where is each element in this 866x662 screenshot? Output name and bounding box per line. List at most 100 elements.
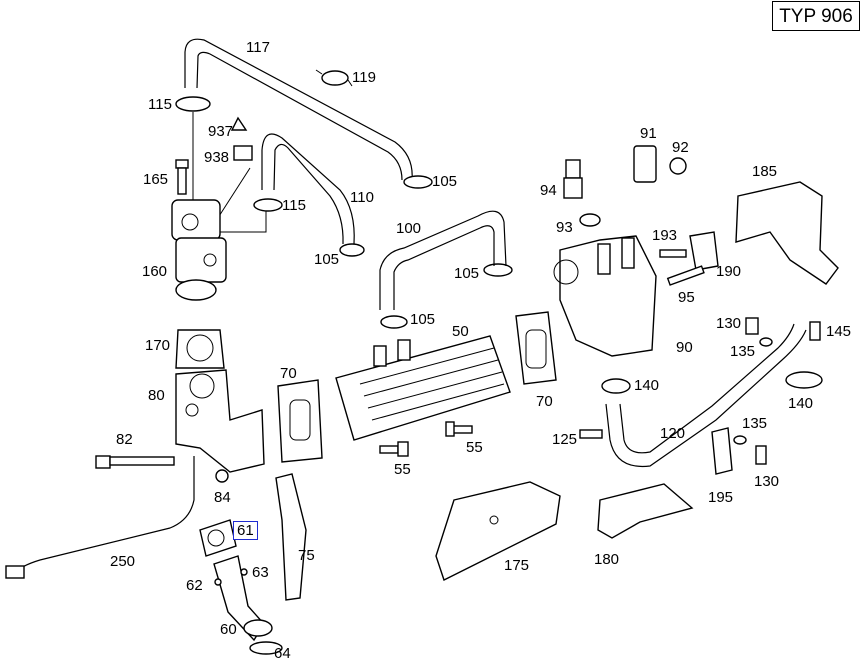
clamp-105-b xyxy=(339,243,365,257)
gasket-61 xyxy=(199,519,237,557)
callout-75: 75 xyxy=(298,547,315,564)
bracket-185 xyxy=(735,181,839,285)
callout-195: 195 xyxy=(708,489,734,506)
callout-64: 64 xyxy=(274,645,291,662)
callout-91: 91 xyxy=(640,125,657,142)
gasket-170 xyxy=(175,329,225,369)
pipe-120 xyxy=(605,323,807,468)
bolt-55-b xyxy=(445,421,473,437)
gasket-70-right xyxy=(515,311,557,385)
sensor-94 xyxy=(563,159,583,199)
callout-50: 50 xyxy=(452,323,469,340)
callout-117: 117 xyxy=(246,39,270,56)
callout-92: 92 xyxy=(672,139,689,156)
callout-60: 60 xyxy=(220,621,237,638)
callout-185: 185 xyxy=(752,163,778,180)
callout-250: 250 xyxy=(110,553,136,570)
callout-180: 180 xyxy=(594,551,620,568)
gasket-140-right xyxy=(785,371,823,389)
callout-190: 190 xyxy=(716,263,742,280)
clamp-105-d xyxy=(380,315,408,329)
gasket-140-left xyxy=(601,378,631,394)
gasket-70-left xyxy=(277,379,323,463)
sensor-91 xyxy=(633,145,657,183)
callout-937: 937 xyxy=(208,123,234,140)
bolt-165 xyxy=(175,159,189,195)
clamp-115-top xyxy=(175,96,211,200)
bracket-190 xyxy=(689,231,719,271)
callout-170: 170 xyxy=(145,337,171,354)
callout-175: 175 xyxy=(504,557,530,574)
bolt-82 xyxy=(95,455,175,469)
seal-93 xyxy=(579,213,601,227)
callout-115: 115 xyxy=(282,197,306,214)
hose-100 xyxy=(379,210,507,310)
egr-valve-160 xyxy=(171,199,227,301)
callout-63: 63 xyxy=(252,564,269,581)
hose-117 xyxy=(184,38,413,181)
pipe-60 xyxy=(213,555,273,642)
bolt-193 xyxy=(659,249,687,258)
callout-130: 130 xyxy=(716,315,742,332)
callout-115: 115 xyxy=(148,96,172,113)
housing-90 xyxy=(553,235,657,357)
clamp-119 xyxy=(315,69,353,87)
bracket-75 xyxy=(275,473,307,601)
clamp-115-mid xyxy=(214,198,283,233)
bolt-55-a xyxy=(379,441,409,457)
callout-193: 193 xyxy=(652,227,678,244)
callout-55: 55 xyxy=(466,439,483,456)
callout-62: 62 xyxy=(186,577,203,594)
bracket-195 xyxy=(711,427,733,475)
callout-130: 130 xyxy=(754,473,780,490)
model-type-badge: TYP 906 xyxy=(772,1,860,31)
callout-61-highlighted[interactable]: 61 xyxy=(233,521,258,540)
callout-84: 84 xyxy=(214,489,231,506)
callout-80: 80 xyxy=(148,387,165,404)
callout-125: 125 xyxy=(552,431,578,448)
callout-82: 82 xyxy=(116,431,133,448)
nut-84 xyxy=(215,469,229,483)
callout-110: 110 xyxy=(350,189,374,206)
heat-shield-175 xyxy=(435,481,561,581)
callout-70: 70 xyxy=(280,365,297,382)
callout-95: 95 xyxy=(678,289,695,306)
callout-120: 120 xyxy=(660,425,686,442)
bolt-95 xyxy=(666,265,705,286)
bolt-130-top xyxy=(745,317,759,335)
gasket-64 xyxy=(249,641,283,655)
sensor-cable-250 xyxy=(5,456,195,579)
callout-105: 105 xyxy=(432,173,458,190)
callout-140: 140 xyxy=(788,395,814,412)
washer-135-bottom xyxy=(733,435,747,445)
callout-938: 938 xyxy=(204,149,230,166)
egr-cooler-50 xyxy=(335,335,511,441)
callout-140: 140 xyxy=(634,377,660,394)
washer-135-top xyxy=(759,337,773,347)
callout-165: 165 xyxy=(143,171,169,188)
callout-135: 135 xyxy=(730,343,756,360)
callout-55: 55 xyxy=(394,461,411,478)
callout-119: 119 xyxy=(352,69,376,86)
callout-70: 70 xyxy=(536,393,553,410)
callout-93: 93 xyxy=(556,219,573,236)
callout-100: 100 xyxy=(396,220,422,237)
callout-135: 135 xyxy=(742,415,768,432)
clamp-105-a xyxy=(403,175,433,189)
heat-shield-180 xyxy=(597,483,694,539)
callout-105: 105 xyxy=(454,265,480,282)
bolt-130-bottom xyxy=(755,445,767,465)
clamp-105-c xyxy=(483,263,513,277)
callout-160: 160 xyxy=(142,263,168,280)
bolt-125 xyxy=(579,429,603,439)
callout-105: 105 xyxy=(410,311,436,328)
callout-90: 90 xyxy=(676,339,693,356)
callout-94: 94 xyxy=(540,182,557,199)
callout-105: 105 xyxy=(314,251,340,268)
bolt-92 xyxy=(669,157,687,175)
callout-145: 145 xyxy=(826,323,852,340)
bolt-145 xyxy=(809,321,821,341)
hose-110 xyxy=(261,133,355,245)
housing-80 xyxy=(175,369,265,473)
